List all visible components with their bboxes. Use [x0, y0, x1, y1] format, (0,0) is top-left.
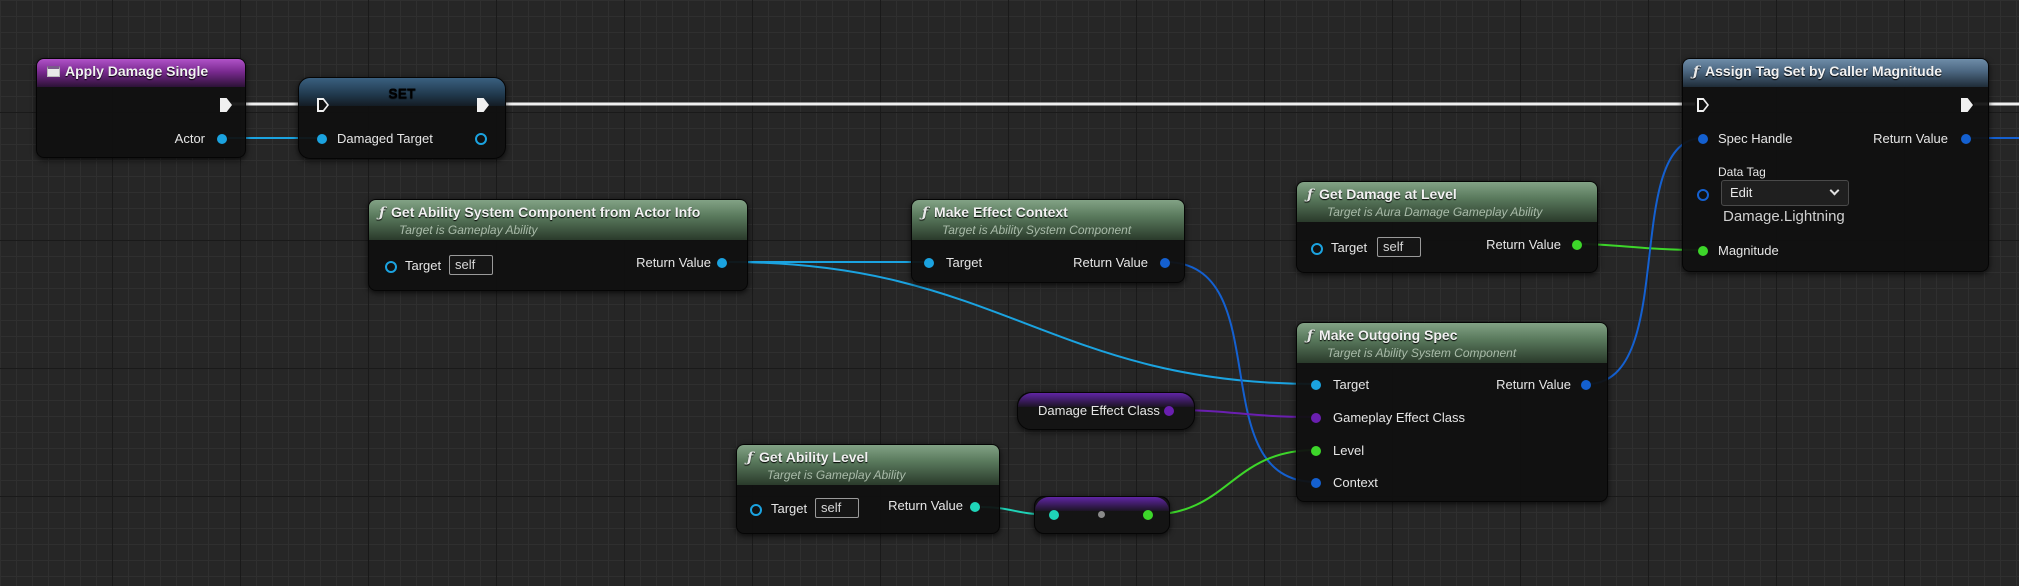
spec-handle-label: Spec Handle: [1718, 131, 1793, 146]
target-label: Target: [1331, 240, 1368, 255]
return-value-label: Return Value: [1496, 377, 1571, 392]
node-header: ƒ Get Ability Level Target is Gameplay Ab…: [737, 445, 999, 485]
set-node[interactable]: SET Damaged Target: [298, 77, 506, 159]
target-pin[interactable]: [385, 261, 397, 273]
return-value-label: Return Value: [636, 255, 711, 270]
chevron-down-icon: [1829, 185, 1840, 196]
actor-pin[interactable]: [217, 134, 227, 144]
data-tag-label: Data Tag: [1718, 165, 1766, 179]
level-label: Level: [1333, 443, 1365, 458]
data-tag-value: Damage.Lightning: [1723, 208, 1845, 225]
magnitude-label: Magnitude: [1718, 243, 1779, 258]
context-pin[interactable]: [1311, 478, 1321, 488]
target-pin[interactable]: [924, 258, 934, 268]
target-pin[interactable]: [1311, 243, 1323, 255]
node-subtitle: Target is Ability System Component: [1327, 346, 1517, 360]
event-icon: [47, 66, 60, 77]
function-icon: ƒ: [922, 205, 929, 221]
function-icon: ƒ: [1693, 64, 1700, 80]
get-ability-level-node[interactable]: ƒ Get Ability Level Target is Gameplay Ab…: [736, 444, 1000, 534]
conversion-dot-icon: [1098, 511, 1105, 518]
context-label: Context: [1333, 475, 1378, 490]
target-self-field[interactable]: self: [449, 255, 493, 275]
node-subtitle: Target is Gameplay Ability: [767, 468, 906, 482]
damaged-target-in-pin[interactable]: [317, 134, 327, 144]
conversion-output-pin[interactable]: [1143, 510, 1153, 520]
float-wire: [1146, 449, 1317, 516]
node-header: ƒ Assign Tag Set by Caller Magnitude: [1683, 59, 1988, 87]
target-self-field[interactable]: self: [1377, 237, 1421, 257]
exec-in-pin[interactable]: [1697, 98, 1709, 112]
struct-wire: [1586, 137, 1704, 385]
struct-wire: [1164, 261, 1317, 483]
return-value-pin[interactable]: [970, 502, 980, 512]
node-header: ƒ Get Damage at Level Target is Aura Dama…: [1297, 182, 1597, 222]
exec-out-pin[interactable]: [477, 98, 489, 112]
node-header: ƒ Make Effect Context Target is Ability S…: [912, 200, 1184, 240]
target-label: Target: [946, 255, 983, 270]
node-subtitle: Target is Aura Damage Gameplay Ability: [1327, 205, 1543, 219]
return-value-label: Return Value: [1486, 237, 1561, 252]
exec-out-pin[interactable]: [1961, 98, 1973, 112]
level-pin[interactable]: [1311, 446, 1321, 456]
node-header: ƒ Get Ability System Component from Actor…: [369, 200, 747, 240]
make-effect-context-node[interactable]: ƒ Make Effect Context Target is Ability S…: [911, 199, 1185, 283]
damaged-target-out-pin[interactable]: [475, 133, 487, 145]
make-outgoing-spec-node[interactable]: ƒ Make Outgoing Spec Target is Ability Sy…: [1296, 322, 1608, 502]
return-value-label: Return Value: [1073, 255, 1148, 270]
node-title: Make Effect Context: [934, 204, 1068, 220]
variable-output-pin[interactable]: [1164, 406, 1174, 416]
function-icon: ƒ: [1307, 187, 1314, 203]
data-tag-edit-dropdown[interactable]: Edit: [1721, 180, 1849, 206]
apply-damage-single-node[interactable]: Apply Damage Single Actor: [36, 58, 246, 158]
node-title: Get Ability Level: [759, 449, 869, 465]
target-pin[interactable]: [1311, 380, 1321, 390]
node-header: ƒ Make Outgoing Spec Target is Ability Sy…: [1297, 323, 1607, 363]
assign-tag-node[interactable]: ƒ Assign Tag Set by Caller Magnitude Spec…: [1682, 58, 1989, 272]
target-pin[interactable]: [750, 504, 762, 516]
edit-label: Edit: [1730, 185, 1753, 200]
target-label: Target: [1333, 377, 1370, 392]
node-title: Apply Damage Single: [65, 63, 209, 79]
return-value-pin[interactable]: [717, 258, 727, 268]
return-value-label: Return Value: [1873, 131, 1948, 146]
node-subtitle: Target is Gameplay Ability: [399, 223, 538, 237]
data-tag-pin[interactable]: [1697, 189, 1709, 201]
node-title: Get Ability System Component from Actor …: [391, 204, 701, 220]
function-icon: ƒ: [747, 450, 754, 466]
node-title: Assign Tag Set by Caller Magnitude: [1705, 63, 1943, 79]
return-value-label: Return Value: [888, 498, 963, 513]
node-title: Get Damage at Level: [1319, 186, 1457, 202]
function-icon: ƒ: [1307, 328, 1314, 344]
return-value-pin[interactable]: [1160, 258, 1170, 268]
return-value-pin[interactable]: [1581, 380, 1591, 390]
spec-handle-pin[interactable]: [1698, 134, 1708, 144]
return-value-pin[interactable]: [1572, 240, 1582, 250]
gameplay-effect-class-label: Gameplay Effect Class: [1333, 410, 1465, 425]
node-header: Apply Damage Single: [37, 59, 245, 87]
target-label: Target: [405, 258, 442, 273]
actor-label: Actor: [174, 131, 205, 146]
function-icon: ƒ: [379, 205, 386, 221]
get-damage-at-level-node[interactable]: ƒ Get Damage at Level Target is Aura Dama…: [1296, 181, 1598, 273]
magnitude-pin[interactable]: [1698, 246, 1708, 256]
int-to-float-conversion-node[interactable]: [1034, 496, 1170, 534]
return-value-pin[interactable]: [1961, 134, 1971, 144]
damage-effect-class-variable[interactable]: Damage Effect Class: [1017, 392, 1195, 430]
node-header: SET: [299, 78, 505, 106]
target-self-field[interactable]: self: [815, 498, 859, 518]
exec-in-pin[interactable]: [317, 98, 329, 112]
object-wire: [728, 261, 1317, 385]
node-subtitle: Target is Ability System Component: [942, 223, 1132, 237]
get-asc-node[interactable]: ƒ Get Ability System Component from Actor…: [368, 199, 748, 291]
exec-out-pin[interactable]: [220, 98, 232, 112]
target-label: Target: [771, 501, 808, 516]
damaged-target-label: Damaged Target: [337, 131, 433, 146]
node-title: SET: [388, 85, 416, 101]
conversion-input-pin[interactable]: [1049, 510, 1059, 520]
variable-label: Damage Effect Class: [1038, 403, 1160, 418]
node-title: Make Outgoing Spec: [1319, 327, 1458, 343]
gameplay-effect-class-pin[interactable]: [1311, 413, 1321, 423]
